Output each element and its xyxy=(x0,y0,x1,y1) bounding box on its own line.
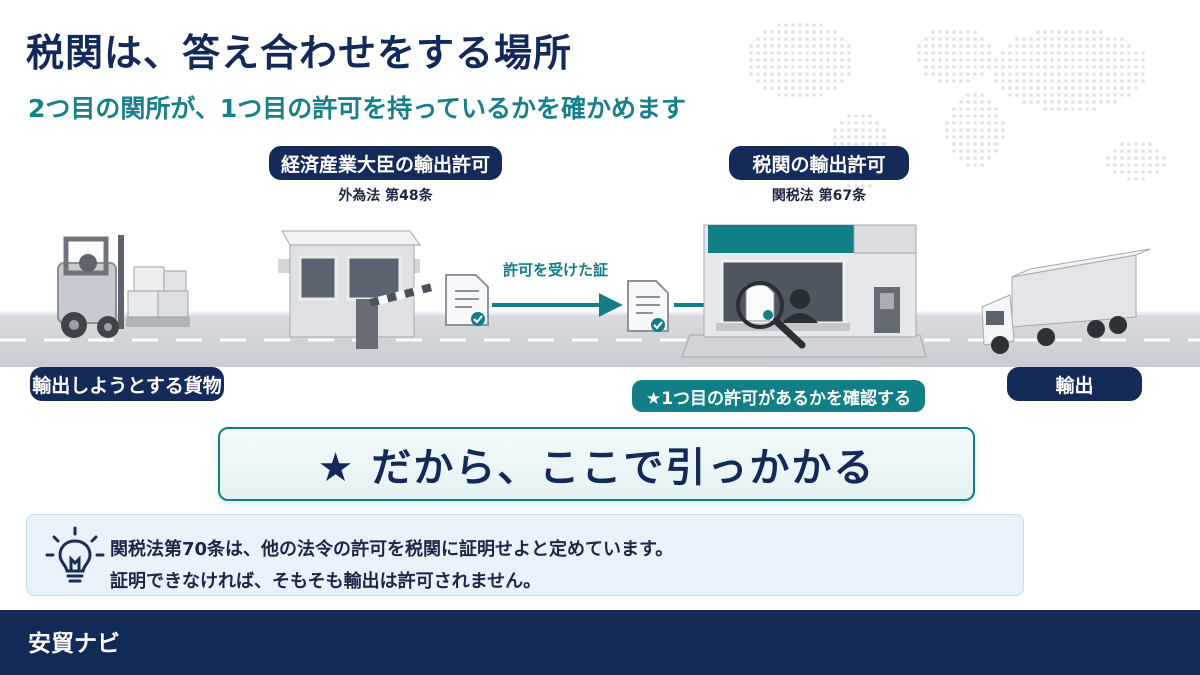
page-title: 税関は、答え合わせをする場所 xyxy=(26,31,573,75)
first-permit-law: 外為法 第48条 xyxy=(338,188,433,204)
document-label: 許可を受けた証 xyxy=(503,261,609,279)
permit-document-icon xyxy=(627,280,669,332)
footer-bar xyxy=(0,610,1200,675)
cargo-boxes-icon xyxy=(126,266,190,327)
permit-document-icon xyxy=(445,274,489,326)
export-badge: 輸出 xyxy=(1007,367,1142,401)
second-permit-law: 関税法 第67条 xyxy=(771,188,867,204)
key-message-callout: ★ だから、ここで引っかかる xyxy=(218,427,975,501)
forklift-icon xyxy=(57,235,124,338)
page-subtitle: 2つ目の関所が、1つ目の許可を持っているかを確かめます xyxy=(28,94,687,123)
footer-brand: 安貿ナビ xyxy=(28,631,120,657)
cargo-badge: 輸出しようとする貨物 xyxy=(30,367,224,401)
export-flow-illustration xyxy=(0,224,1200,367)
info-panel xyxy=(26,514,1024,596)
check-badge: ★1つ目の許可があるかを確認する xyxy=(632,380,925,412)
truck-icon xyxy=(981,248,1151,354)
first-permit-badge: 経済産業大臣の輸出許可 xyxy=(269,146,502,180)
second-permit-badge: 税関の輸出許可 xyxy=(729,146,909,180)
world-map-background xyxy=(749,23,1166,188)
info-line-1: 関税法第70条は、他の法令の許可を税関に証明せよと定めています。 xyxy=(110,539,674,560)
checkpoint-booth-icon xyxy=(278,230,433,349)
info-line-2: 証明できなければ、そもそも輸出は許可されません。 xyxy=(110,571,542,592)
lightbulb-icon xyxy=(45,526,105,583)
magnifier-icon xyxy=(736,281,806,349)
customs-office-icon xyxy=(681,224,927,358)
